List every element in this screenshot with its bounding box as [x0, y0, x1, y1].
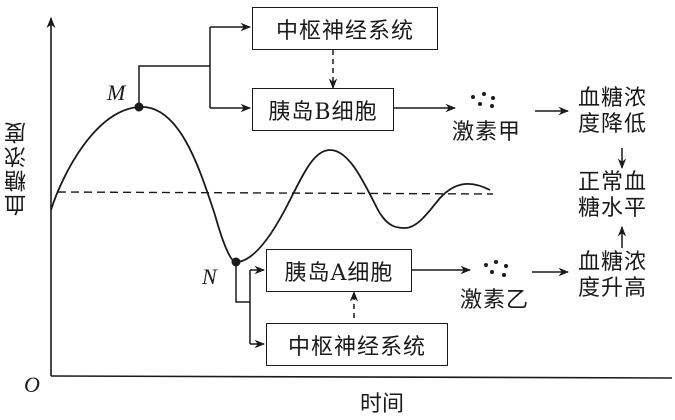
lower-cns-box: 中枢神经系统: [266, 323, 448, 366]
normal-level-line-2: 糖水平: [578, 196, 648, 221]
trough-label-n: N: [202, 264, 217, 289]
lower-connector: [235, 262, 250, 303]
glucose-curve: [50, 106, 491, 263]
effect-increase-line-2: 度升高: [578, 276, 648, 301]
hormone-jia-dots-icon: [471, 92, 495, 108]
upper-connector: [138, 65, 210, 107]
b-cell-box: 胰岛B细胞: [252, 88, 394, 131]
effect-increase-line-1: 血糖浓: [578, 250, 648, 275]
hormone-yi-dots-icon: [484, 260, 508, 277]
origin-label: O: [24, 372, 40, 397]
a-cell-label: 胰岛A细胞: [284, 260, 394, 286]
hormone-yi-label: 激素乙: [460, 288, 530, 313]
x-axis-label: 时间: [360, 392, 405, 417]
effect-decrease: 血糖浓 度降低: [578, 86, 647, 138]
upper-cns-label: 中枢神经系统: [275, 18, 414, 44]
peak-label-m: M: [107, 80, 126, 105]
effect-decrease-line-1: 血糖浓: [578, 86, 648, 111]
x-axis: [50, 375, 673, 379]
effect-decrease-line-2: 度降低: [578, 112, 648, 137]
hormone-jia-label: 激素甲: [452, 120, 522, 145]
y-axis-label: 血糖浓度: [5, 120, 30, 216]
upper-cns-box: 中枢神经系统: [252, 7, 438, 50]
a-cell-box: 胰岛A细胞: [266, 249, 412, 292]
effect-increase: 血糖浓 度升高: [578, 250, 647, 302]
normal-level-line-1: 正常血: [578, 170, 648, 195]
b-cell-label: 胰岛B细胞: [268, 99, 378, 125]
normal-level-text: 正常血 糖水平: [578, 170, 647, 222]
lower-cns-label: 中枢神经系统: [287, 334, 426, 360]
normal-level-line: [57, 191, 494, 195]
